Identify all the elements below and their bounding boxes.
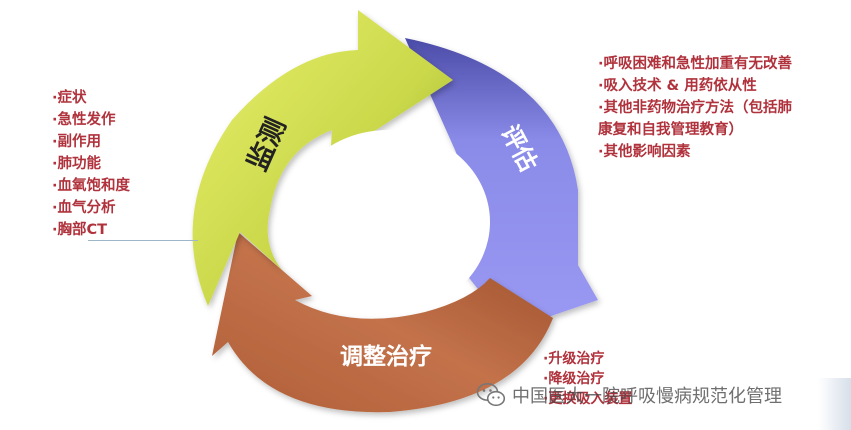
- list-item: ·更换吸入装置: [543, 391, 633, 407]
- list-item: ·降级治疗: [543, 371, 605, 387]
- watermark-text: 中国医大一院呼吸慢病规范化管理: [512, 386, 782, 407]
- monitor-arrow: [192, 10, 453, 306]
- adjust-arrow: [212, 232, 553, 413]
- list-item: 康复和自我管理教育）: [598, 122, 743, 138]
- adjust-label: 调整治疗: [340, 343, 432, 370]
- cycle-center: [286, 130, 490, 314]
- list-item: ·肺功能: [52, 156, 102, 172]
- wechat-icon: [476, 383, 506, 407]
- watermark: 中国医大一院呼吸慢病规范化管理: [476, 378, 782, 412]
- monitor-item-list: ·症状 ·急性发作 ·副作用 ·肺功能 ·血氧饱和度 ·血气分析 ·胸部CT: [52, 87, 130, 241]
- list-item: ·其他影响因素: [598, 144, 691, 160]
- list-item: ·其他非药物治疗方法（包括肺: [598, 100, 793, 116]
- list-item: ·血氧饱和度: [52, 178, 131, 194]
- list-item: ·血气分析: [52, 200, 116, 216]
- leader-line: [88, 240, 198, 241]
- assess-item-list: ·呼吸困难和急性加重有无改善 ·吸入技术 & 用药依从性 ·其他非药物治疗方法（…: [598, 53, 792, 163]
- list-item: ·升级治疗: [543, 351, 605, 367]
- list-item: ·胸部CT: [52, 222, 108, 238]
- adjust-item-list: ·升级治疗 ·降级治疗 ·更换吸入装置: [543, 349, 632, 409]
- assess-arrow: [405, 38, 598, 330]
- list-item: ·吸入技术 & 用药依从性: [598, 78, 757, 94]
- list-item: ·呼吸困难和急性加重有无改善: [598, 56, 793, 72]
- list-item: ·副作用: [52, 134, 102, 150]
- list-item: ·急性发作: [52, 112, 116, 128]
- decorative-fade: [818, 378, 851, 430]
- list-item: ·症状: [52, 90, 87, 106]
